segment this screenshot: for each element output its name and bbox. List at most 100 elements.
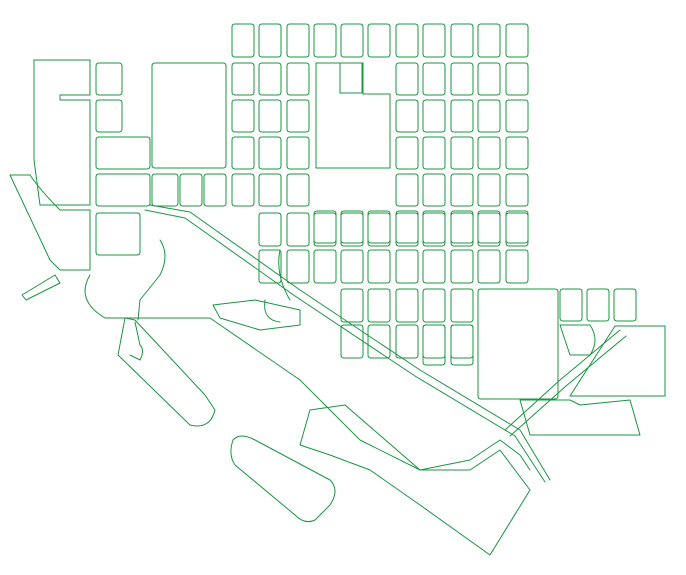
city-block — [203, 173, 227, 207]
city-block — [286, 62, 310, 96]
city-block — [422, 212, 446, 247]
city-block — [450, 249, 474, 284]
city-block — [95, 173, 151, 207]
waterfront-piers — [21, 274, 531, 556]
city-block — [231, 23, 255, 58]
city-block-south-east — [519, 399, 641, 436]
city-block — [231, 62, 255, 96]
city-block — [395, 99, 419, 133]
city-block — [340, 23, 364, 58]
ramp — [137, 239, 166, 321]
city-block-west — [9, 174, 91, 271]
city-block — [179, 173, 203, 207]
city-block-west — [33, 59, 91, 206]
city-block — [422, 324, 446, 366]
city-block-large — [315, 62, 391, 169]
city-block — [395, 324, 419, 359]
city-block — [151, 173, 179, 207]
city-block — [231, 99, 255, 133]
roads — [129, 204, 627, 483]
road-diagonal-east — [509, 335, 627, 437]
city-block — [422, 136, 446, 170]
city-block — [258, 136, 282, 170]
city-block — [505, 23, 529, 58]
city-blocks — [9, 23, 666, 436]
city-block — [313, 249, 337, 284]
city-block — [450, 23, 474, 58]
city-block — [477, 62, 501, 96]
city-block — [367, 210, 391, 244]
city-block — [367, 23, 391, 58]
city-block — [95, 99, 123, 133]
city-block — [395, 249, 419, 284]
city-block-large — [569, 325, 666, 397]
city-block — [313, 210, 337, 244]
city-block — [505, 173, 529, 207]
city-block — [477, 23, 501, 58]
city-block — [95, 212, 141, 256]
city-block — [395, 136, 419, 170]
city-block — [395, 210, 419, 244]
city-block — [450, 288, 474, 323]
city-block — [286, 249, 310, 284]
shoreline — [84, 274, 531, 471]
city-block — [505, 99, 529, 133]
city-block — [477, 136, 501, 170]
city-block — [286, 99, 310, 133]
city-block — [477, 210, 501, 244]
city-block — [340, 212, 364, 247]
pier — [117, 317, 216, 427]
city-block — [450, 324, 474, 366]
city-block — [395, 23, 419, 58]
city-block — [422, 324, 446, 359]
city-block — [367, 288, 391, 323]
city-block — [231, 173, 255, 207]
city-block — [477, 173, 501, 207]
road-diagonal-east — [504, 329, 621, 431]
city-block — [395, 212, 419, 247]
pier-complex — [299, 404, 531, 556]
city-block — [505, 212, 529, 247]
pier — [212, 299, 301, 331]
city-block — [477, 99, 501, 133]
city-block — [450, 173, 474, 207]
ramp — [129, 321, 143, 361]
city-block — [505, 210, 529, 244]
city-block — [313, 23, 337, 58]
city-block — [450, 210, 474, 244]
city-block — [395, 173, 419, 207]
pier — [230, 435, 336, 523]
city-block — [313, 212, 337, 247]
ramp — [264, 299, 281, 323]
city-block — [422, 62, 446, 96]
city-block — [505, 249, 529, 284]
city-block — [286, 173, 310, 207]
city-block — [258, 99, 282, 133]
city-block — [258, 173, 282, 207]
city-block — [422, 99, 446, 133]
city-block — [258, 62, 282, 96]
city-block — [450, 136, 474, 170]
city-block — [231, 136, 255, 170]
city-block — [559, 324, 596, 356]
city-block — [450, 62, 474, 96]
city-block — [450, 212, 474, 247]
road-diagonal — [144, 209, 546, 483]
city-block-large — [477, 288, 559, 400]
city-block — [450, 324, 474, 359]
city-block — [95, 62, 123, 96]
city-block — [422, 249, 446, 284]
city-block — [367, 212, 391, 247]
city-block — [505, 136, 529, 170]
pier-north — [21, 274, 61, 301]
city-block — [340, 288, 364, 323]
city-block — [258, 23, 282, 58]
city-block — [422, 210, 446, 244]
city-block — [258, 212, 282, 247]
city-block — [258, 249, 282, 284]
road-diagonal — [149, 204, 551, 481]
city-block — [95, 136, 151, 170]
city-block — [395, 62, 419, 96]
city-block — [586, 288, 610, 322]
